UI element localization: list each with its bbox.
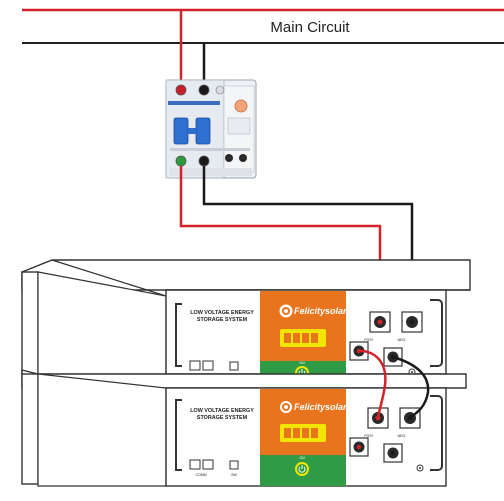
neg-terminal-label: NEG- <box>398 434 408 438</box>
power-icon <box>298 466 306 473</box>
front-panel-orange <box>260 291 346 361</box>
terminal-neg-top-a[interactable] <box>401 311 423 333</box>
system-label-line2: STORAGE SYSTEM <box>197 317 248 323</box>
breaker-terminal-bottom-positive <box>175 155 187 167</box>
breaker-handle-right[interactable] <box>195 117 211 145</box>
power-label: ON <box>299 456 305 460</box>
comm-port-1[interactable] <box>189 360 201 371</box>
handle-right-bottom[interactable] <box>430 395 443 471</box>
brand-name: Felicitysolar <box>294 402 347 412</box>
terminal-pos-top-a[interactable] <box>369 311 391 333</box>
pos-terminal-label: POS+ <box>364 338 373 342</box>
dip-switch[interactable] <box>229 361 239 371</box>
system-label-line1: LOW VOLTAGE ENERGY <box>190 310 254 316</box>
dip-switch[interactable] <box>229 460 239 470</box>
comm-port-label: COMM <box>195 473 206 477</box>
power-button[interactable] <box>295 462 309 476</box>
soc-display <box>280 424 326 442</box>
comm-port-2[interactable] <box>202 360 214 371</box>
system-label-line1: LOW VOLTAGE ENERGY <box>190 408 254 414</box>
battery-module-top: LOW VOLTAGE ENERGY STORAGE SYSTEM COMM S… <box>21 259 471 389</box>
handle-right-top[interactable] <box>430 299 443 367</box>
power-label: ON <box>299 361 305 365</box>
soc-display <box>280 329 326 347</box>
breaker-terminal-bottom-negative <box>198 155 210 167</box>
dc-circuit-breaker[interactable] <box>165 79 257 179</box>
breaker-terminal-top-positive <box>175 84 187 96</box>
cable-neg-interconnect <box>392 355 430 419</box>
comm-port-2[interactable] <box>202 459 214 470</box>
handle-left-top[interactable] <box>175 303 182 367</box>
battery-module-bottom: LOW VOLTAGE ENERGY STORAGE SYSTEM COMM S… <box>21 369 467 487</box>
handle-left-bottom[interactable] <box>175 399 182 471</box>
system-label-line2: STORAGE SYSTEM <box>197 415 248 421</box>
front-panel-orange <box>260 389 346 455</box>
terminal-neg-bottom-b[interactable] <box>383 443 403 463</box>
pos-terminal-label: POS+ <box>364 434 373 438</box>
cable-pos-interconnect <box>358 349 387 419</box>
brand-name: Felicitysolar <box>294 306 347 316</box>
neg-terminal-label: NEG- <box>398 338 408 342</box>
comm-port-1[interactable] <box>189 459 201 470</box>
main-circuit-label: Main Circuit <box>270 19 350 36</box>
breaker-terminal-top-negative <box>198 84 210 96</box>
dip-switch-label: SW <box>231 473 237 477</box>
breaker-handle-left[interactable] <box>173 117 189 145</box>
terminal-pos-bottom-b[interactable] <box>349 437 369 457</box>
